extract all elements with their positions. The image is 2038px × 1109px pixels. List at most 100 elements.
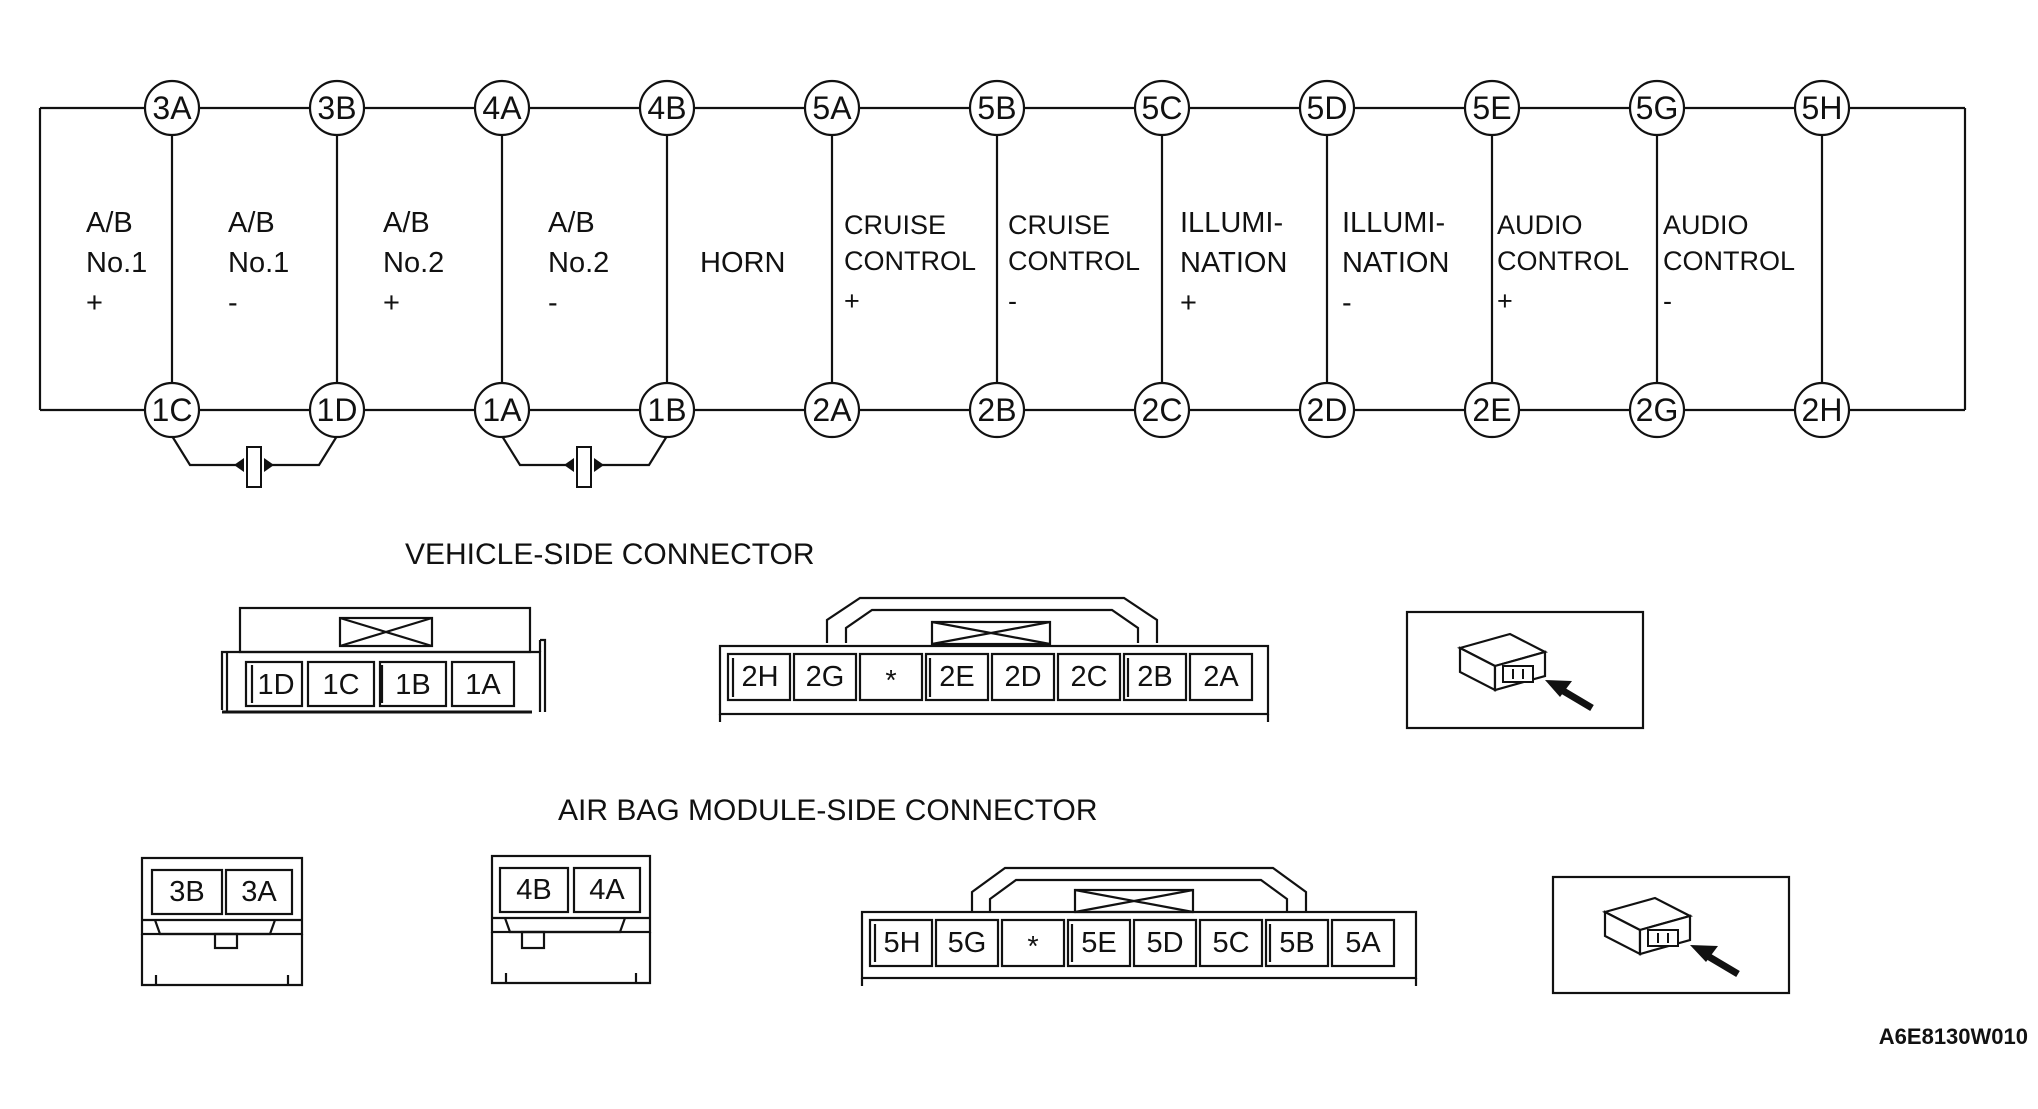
label-line: A/B [383, 207, 430, 239]
label-ab-no2-plus: A/B No.2 + [383, 207, 444, 319]
airbag-connector-3: 3B 3A [140, 856, 304, 987]
pin-label: 1D [257, 669, 294, 701]
pin-label: 3A [241, 876, 277, 908]
terminal-label: 3A [152, 90, 192, 126]
terminal-label: 4A [482, 90, 522, 126]
pin-label: 4B [516, 874, 551, 906]
label-line: - [548, 287, 558, 319]
label-line: AUDIO [1663, 210, 1749, 240]
label-audio-plus: AUDIO CONTROL + [1497, 210, 1629, 316]
terminal-label: 5G [1636, 90, 1679, 126]
pin-label: 3B [169, 876, 204, 908]
terminal-3b: 3B [308, 79, 366, 137]
airbag-connector-4: 4B 4A [490, 854, 652, 985]
connector-view-icon [1405, 610, 1645, 730]
label-line: + [1180, 287, 1197, 319]
shorting-bar-1a-1b [501, 435, 668, 488]
pin-label: 2A [1203, 661, 1239, 693]
pin-label: 5B [1279, 927, 1314, 959]
terminal-label: 2E [1472, 392, 1511, 428]
pin-label: 5H [883, 927, 920, 959]
terminal-5a: 5A [803, 79, 861, 137]
terminal-label: 2H [1802, 392, 1843, 428]
terminal-label: 2B [977, 392, 1016, 428]
pin-label: 2G [806, 661, 845, 693]
terminal-2e: 2E [1463, 381, 1521, 439]
vehicle-connector-large: 2H 2G * 2E 2D 2C 2B 2A [718, 596, 1270, 722]
terminal-label: 5A [812, 90, 852, 126]
terminal-2b: 2B [968, 381, 1026, 439]
terminal-2c: 2C [1133, 381, 1191, 439]
label-line: HORN [700, 247, 785, 279]
pin-label: 2B [1137, 661, 1172, 693]
airbag-side-title: AIR BAG MODULE-SIDE CONNECTOR [558, 794, 1098, 827]
label-line: CRUISE [1008, 210, 1110, 240]
label-line: CONTROL [1663, 246, 1795, 276]
label-horn: HORN [700, 247, 785, 279]
label-line: ILLUMI- [1342, 207, 1445, 239]
pin-label: 5A [1345, 927, 1381, 959]
terminal-5d: 5D [1298, 79, 1356, 137]
label-ab-no2-minus: A/B No.2 - [548, 207, 609, 319]
label-line: + [86, 287, 103, 319]
pin-label: 2H [741, 661, 778, 693]
label-line: ILLUMI- [1180, 207, 1283, 239]
terminal-2a: 2A [803, 381, 861, 439]
label-line: CONTROL [1008, 246, 1140, 276]
label-line: CONTROL [1497, 246, 1629, 276]
figure-code: A6E8130W010 [1879, 1024, 2028, 1049]
vehicle-connector-small: 1D 1C 1B 1A [220, 606, 547, 714]
pin-label: 1A [465, 669, 501, 701]
terminal-5e: 5E [1463, 79, 1521, 137]
label-line: + [383, 287, 400, 319]
terminal-label: 1C [152, 392, 193, 428]
terminal-5b: 5B [968, 79, 1026, 137]
terminal-label: 5B [977, 90, 1016, 126]
label-cruise-plus: CRUISE CONTROL + [844, 210, 976, 316]
label-line: NATION [1180, 247, 1287, 279]
terminal-label: 2C [1142, 392, 1183, 428]
terminal-label: 4B [647, 90, 686, 126]
pin-label: 5C [1212, 927, 1249, 959]
pin-label: * [1027, 931, 1038, 963]
terminal-5c: 5C [1133, 79, 1191, 137]
label-line: AUDIO [1497, 210, 1583, 240]
label-line: - [1342, 287, 1352, 319]
label-illumination-plus: ILLUMI- NATION + [1180, 207, 1287, 319]
terminal-1a: 1A [473, 381, 531, 439]
terminal-5g: 5G [1628, 79, 1686, 137]
terminal-1b: 1B [638, 381, 696, 439]
label-line: - [1663, 286, 1672, 316]
circuit-labels: A/B No.1 + A/B No.1 - A/B No.2 + A/B No.… [86, 207, 1795, 319]
terminal-label: 5E [1472, 90, 1511, 126]
terminal-4b: 4B [638, 79, 696, 137]
terminal-label: 2A [812, 392, 852, 428]
terminal-label: 1B [647, 392, 686, 428]
label-cruise-minus: CRUISE CONTROL - [1008, 210, 1140, 316]
label-line: A/B [228, 207, 275, 239]
label-line: No.2 [383, 247, 444, 279]
label-audio-minus: AUDIO CONTROL - [1663, 210, 1795, 316]
terminal-4a: 4A [473, 79, 531, 137]
pin-label: 2D [1004, 661, 1041, 693]
terminal-1d: 1D [308, 381, 366, 439]
top-terminals: 3A 3B 4A 4B 5A 5B 5C 5D 5E 5G 5H [143, 79, 1851, 137]
terminal-2g: 2G [1628, 381, 1686, 439]
terminal-3a: 3A [143, 79, 201, 137]
pin-label: 2C [1070, 661, 1107, 693]
label-line: No.1 [86, 247, 147, 279]
terminal-label: 1A [482, 392, 522, 428]
terminal-5h: 5H [1793, 79, 1851, 137]
label-line: - [228, 287, 238, 319]
label-line: + [844, 286, 860, 316]
terminal-2d: 2D [1298, 381, 1356, 439]
label-illumination-minus: ILLUMI- NATION - [1342, 207, 1449, 319]
terminal-label: 1D [317, 392, 358, 428]
airbag-connector-large: 5H 5G * 5E 5D 5C 5B 5A [860, 866, 1418, 986]
label-line: CONTROL [844, 246, 976, 276]
terminal-label: 5H [1802, 90, 1843, 126]
terminal-label: 5D [1307, 90, 1348, 126]
terminal-2h: 2H [1793, 381, 1851, 439]
vehicle-side-title: VEHICLE-SIDE CONNECTOR [405, 538, 815, 571]
